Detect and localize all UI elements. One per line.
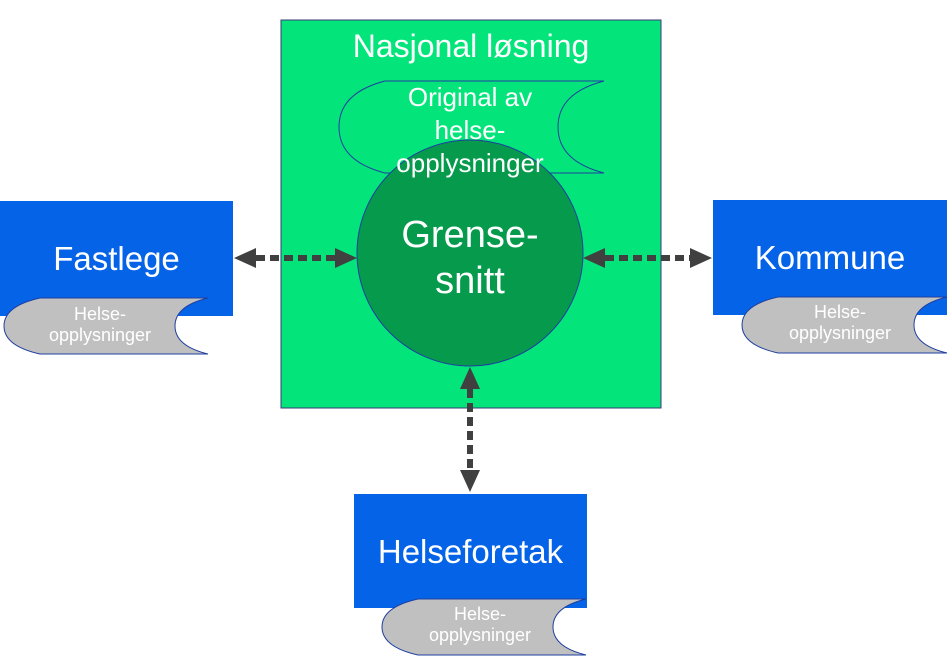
helseforetak-doc-line1: Helse-	[453, 604, 506, 624]
original-doc-line3: opplysninger	[396, 148, 544, 178]
arrowhead-up-interface	[460, 367, 480, 389]
national-title: Nasjonal løsning	[352, 28, 590, 64]
original-doc-line2: helse-	[434, 115, 506, 145]
helseforetak-box	[354, 494, 587, 608]
original-doc-label: Original av helse- opplysninger	[362, 81, 578, 180]
fastlege-doc-line1: Helse-	[73, 304, 126, 324]
original-doc-scroll	[338, 80, 605, 174]
helseforetak-doc-label: Helse- opplysninger	[390, 604, 570, 646]
kommune-doc-line2: opplysninger	[788, 323, 892, 343]
interface-line2: snitt	[435, 260, 505, 302]
fastlege-doc-label: Helse- opplysninger	[10, 304, 190, 346]
kommune-doc-scroll	[741, 296, 948, 354]
fastlege-doc-line2: opplysninger	[48, 325, 152, 345]
arrowhead-right-interface	[335, 248, 357, 268]
kommune-box	[713, 200, 947, 315]
arrowhead-left-fastlege	[234, 248, 256, 268]
kommune-label: Kommune	[754, 239, 906, 276]
arrowhead-left-interface	[583, 248, 605, 268]
kommune-doc-label: Helse- opplysninger	[750, 302, 930, 344]
interface-circle	[356, 139, 584, 367]
helseforetak-label: Helseforetak	[377, 533, 564, 570]
fastlege-label: Fastlege	[53, 240, 180, 277]
helseforetak-doc-scroll	[381, 598, 587, 656]
interface-line1: Grense-	[401, 214, 539, 256]
fastlege-doc-scroll	[3, 297, 209, 355]
original-doc-line1: Original av	[407, 82, 533, 112]
arrowhead-down-helseforetak	[460, 470, 480, 492]
arrowhead-right-kommune	[690, 248, 712, 268]
fastlege-box	[0, 201, 233, 316]
helseforetak-doc-line2: opplysninger	[428, 625, 532, 645]
kommune-doc-line1: Helse-	[813, 302, 866, 322]
interface-label: Grense- snitt	[357, 212, 583, 304]
